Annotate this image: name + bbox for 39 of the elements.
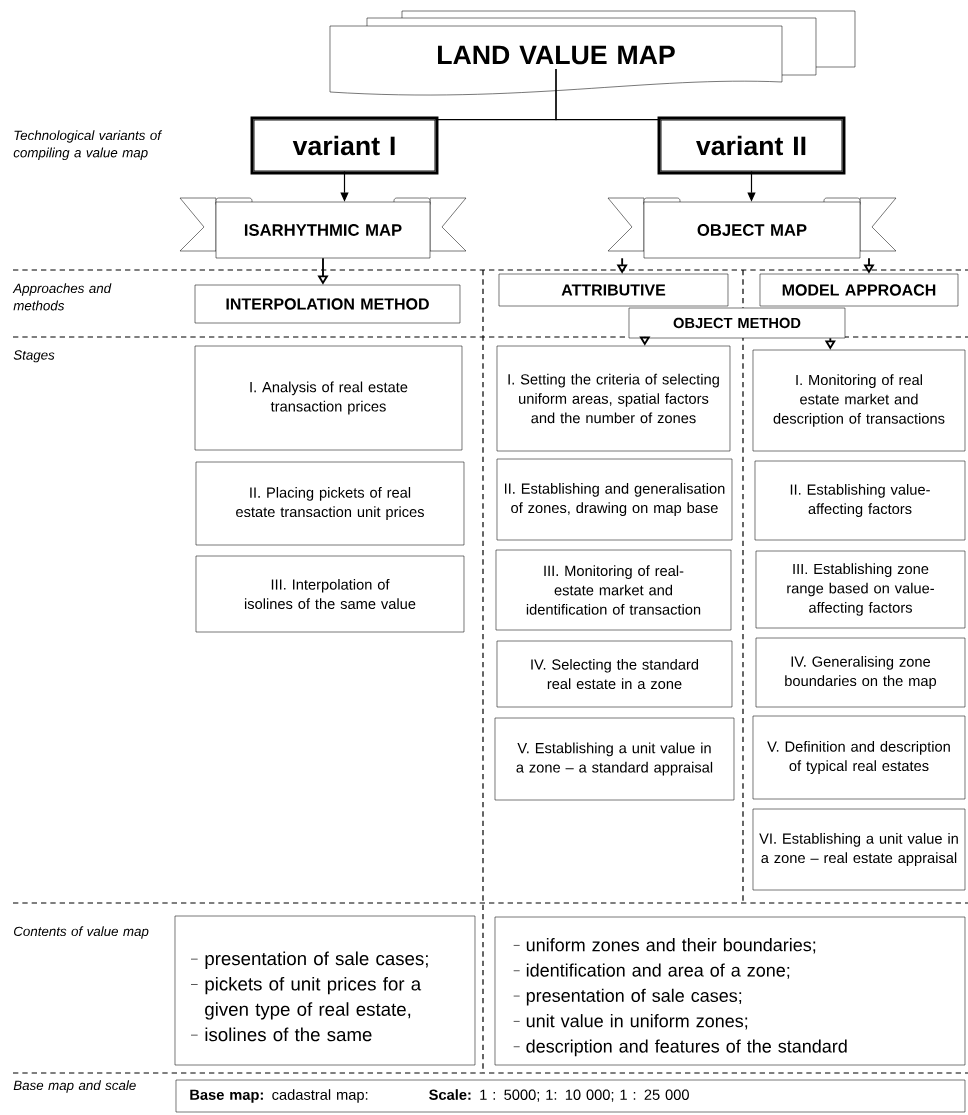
row-label: Technological variants of compiling a value map	[13, 130, 163, 161]
stage-box: I. Analysis of real estate transaction prices	[194, 345, 463, 451]
stage-box: IV. Generalising zone boundaries on the map	[755, 637, 966, 708]
banner: ISARHYTHMIC MAP	[179, 197, 467, 259]
method-box: INTERPOLATION METHOD	[194, 284, 461, 324]
contents-box	[174, 915, 476, 1066]
stage-box: III. Monitoring of real-estate market and identification of transaction	[495, 549, 732, 631]
contents-box	[494, 916, 966, 1066]
row-label: Stages	[13, 350, 55, 363]
row-label: Contents of value map	[14, 926, 149, 939]
document-stack: LAND VALUE MAP	[329, 10, 856, 96]
stage-box: VI. Establishing a unit value in a zone – real estate appraisal	[752, 808, 966, 891]
stage-box: II. Establishing and generalisation of zones, drawing on map base	[496, 458, 733, 541]
stage-box: I. Setting the criteria of selecting uniform areas, spatial factors and the number of zones	[496, 345, 731, 452]
list-item: presentation of sale cases;	[526, 988, 742, 1006]
stage-box: I. Monitoring of real estate market and description of transactions	[752, 349, 966, 452]
base-map-box: Base map: cadastral map: Scale: 1 : 5000; 1: 10 000; 1 : 25 000	[175, 1079, 966, 1113]
list-item: presentation of sale cases;	[205, 951, 428, 969]
list-item: description and features of the standard	[526, 1039, 847, 1057]
variant-box: variant II	[657, 116, 846, 175]
row-label: Base map and scale	[13, 1080, 136, 1093]
list-item: isolines of the same	[205, 1027, 372, 1042]
banner: OBJECT MAP	[607, 197, 897, 259]
connector-line	[555, 68, 662, 121]
list-item: uniform zones and their boundaries;	[526, 938, 816, 954]
stage-box: II. Establishing value-affecting factors	[754, 460, 966, 541]
list-item: identification and area of a zone;	[526, 963, 790, 979]
stage-box: V. Establishing a unit value in a zone – a standard appraisal	[494, 717, 735, 801]
stage-box: V. Definition and description of typical real estates	[752, 715, 966, 800]
row-label: Approaches and methods	[12, 283, 112, 311]
stage-box: IV. Selecting the standard real estate in a zone	[496, 640, 733, 708]
stage-box: III. Establishing zone range based on value-affecting factors	[755, 550, 966, 629]
method-box: OBJECT METHOD	[628, 307, 846, 339]
list-item: unit value in uniform zones;	[526, 1014, 748, 1030]
stage-box: II. Placing pickets of real estate transaction unit prices	[195, 461, 465, 546]
variant-box: variant I	[250, 116, 439, 175]
stage-box: III. Interpolation of isolines of the same value	[195, 555, 465, 633]
method-box: ATTRIBUTIVE	[498, 273, 729, 307]
method-box: MODEL APPROACH	[759, 273, 959, 307]
